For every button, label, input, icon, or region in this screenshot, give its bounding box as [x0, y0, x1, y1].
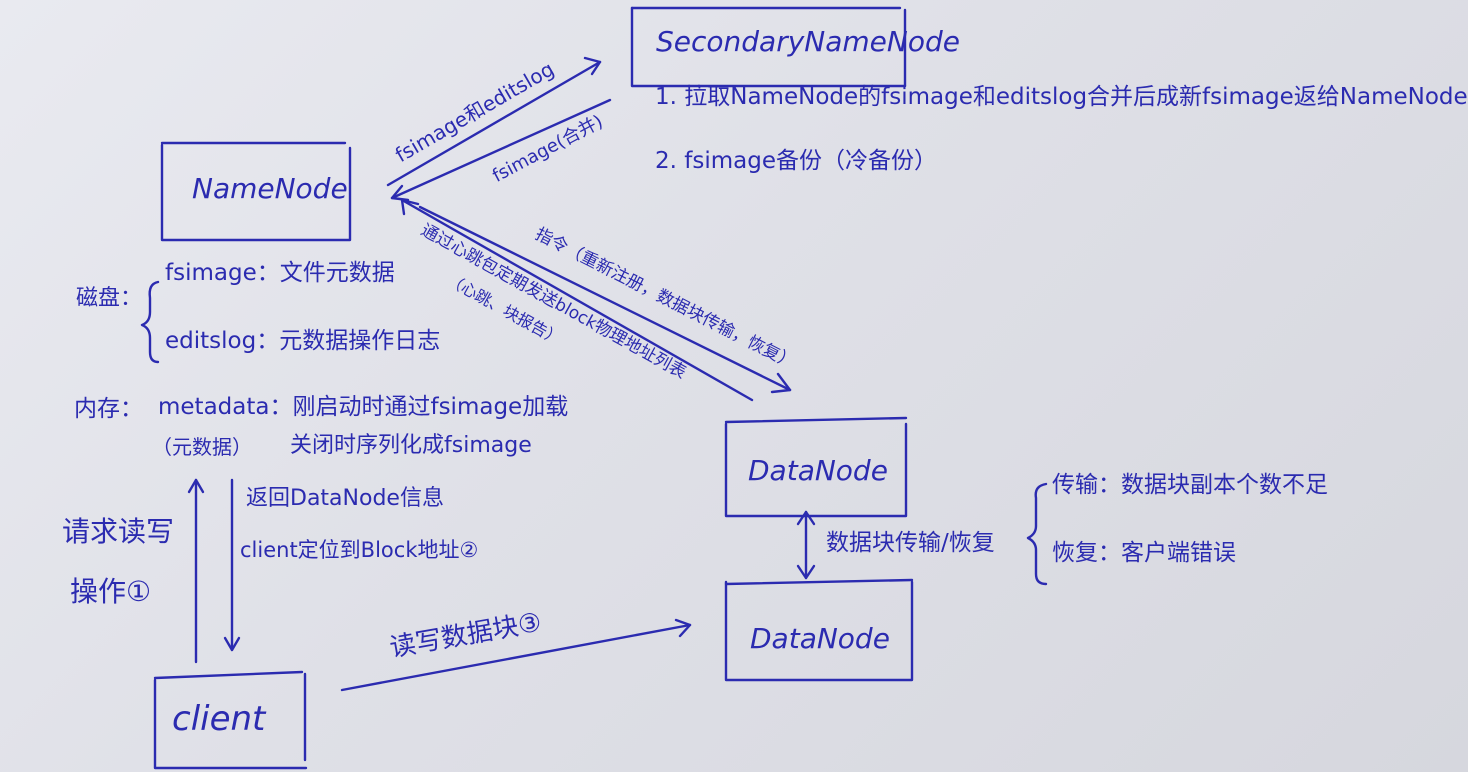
client-label: client — [172, 699, 266, 739]
datanode-recover-note: 恢复：客户端错误 — [1052, 540, 1236, 566]
memory-label: 内存： — [74, 396, 143, 422]
arrow-read-write-head — [674, 618, 692, 638]
datanode-top-box — [724, 422, 908, 518]
datanode-transfer-label: 数据块传输/恢复 — [826, 530, 995, 556]
arrow-to-secondary — [386, 60, 602, 187]
locate-label: client定位到Block地址② — [240, 538, 479, 562]
datanode-bottom-label: DataNode — [750, 622, 890, 655]
secondary-namenode-label: SecondaryNameNode — [656, 25, 960, 58]
serialize-note: 关闭时序列化成fsimage — [290, 433, 532, 458]
datanode-top-box-top — [724, 416, 908, 424]
datanode-notes-brace — [1026, 482, 1048, 586]
arrow-instruction — [418, 205, 792, 392]
secondary-note-2: 2. fsimage备份（冷备份） — [655, 148, 937, 174]
arrow-to-secondary-head — [583, 56, 602, 76]
arrow-from-secondary — [390, 98, 612, 200]
datanode-top-label: DataNode — [748, 454, 888, 487]
client-box — [153, 678, 308, 770]
arrow-datanode-transfer-down — [796, 564, 816, 580]
fsimage-note: fsimage：文件元数据 — [165, 260, 395, 286]
arrow-datanode-transfer-up — [796, 510, 816, 526]
secondary-namenode-box — [630, 6, 907, 88]
diagram-lines — [140, 6, 1048, 770]
disk-brace — [140, 280, 160, 364]
request-label-1: 请求读写 — [62, 515, 175, 548]
metadata-sub: （元数据） — [152, 435, 252, 459]
arrow-client-request-head — [187, 478, 205, 494]
arrow-heartbeat — [400, 198, 754, 402]
editslog-note: editslog：元数据操作日志 — [165, 328, 441, 354]
namenode-box — [160, 143, 352, 242]
datanode-bottom-box — [724, 580, 914, 682]
return-info-label: 返回DataNode信息 — [246, 486, 444, 511]
secondary-note-1: 1. 拉取NameNode的fsimage和editslog合并后成新fsima… — [655, 84, 1468, 110]
arrow-instruction-head — [770, 372, 792, 394]
disk-label: 磁盘： — [76, 286, 143, 311]
arrow-heartbeat-head — [400, 198, 420, 216]
metadata-note: metadata：刚启动时通过fsimage加载 — [158, 394, 569, 420]
arrow-read-write — [340, 623, 692, 692]
arrow-return-info-head — [223, 636, 241, 652]
datanode-transfer-note: 传输：数据块副本个数不足 — [1052, 472, 1328, 498]
request-label-2: 操作① — [70, 575, 152, 608]
namenode-label: NameNode — [192, 172, 348, 205]
datanode-bottom-box-top — [724, 578, 914, 586]
client-box-top — [153, 670, 304, 680]
